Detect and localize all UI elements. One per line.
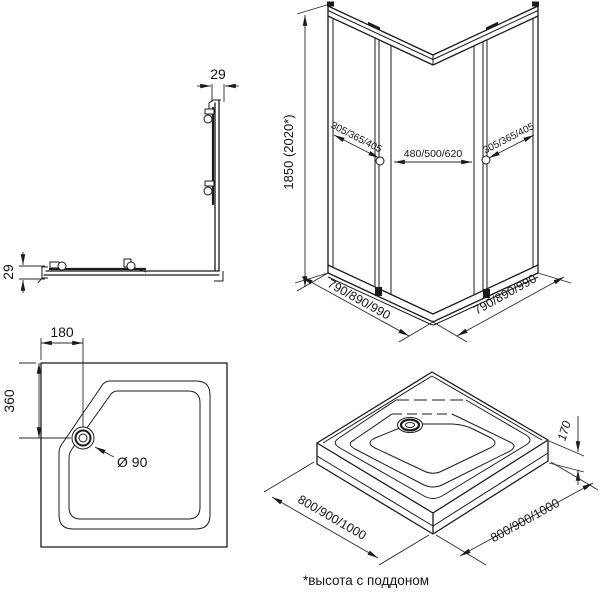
- door-guide-icon: [375, 287, 382, 296]
- view-cabin-3d: 1850 (2020*) 305/365/405 480/500/620 305…: [281, 1, 572, 343]
- dim-opening: 480/500/620: [393, 148, 473, 165]
- drain-icon: [397, 417, 423, 433]
- dim-base-left: 790/890/990: [294, 272, 434, 343]
- rail-bracket-icon: [368, 21, 380, 31]
- profile-corner-joint: [214, 271, 224, 282]
- wall-bracket-icon: [532, 1, 539, 7]
- dim-label: 1850 (2020*): [281, 114, 296, 189]
- roller-icon: [203, 108, 215, 124]
- view-tray-3d: 170 800/900/1000 800/900/1000: [263, 371, 599, 566]
- rail-bracket-icon: [486, 21, 498, 31]
- view-tray-plan: 180 360 Ø 90: [1, 324, 228, 548]
- dim-label: 800/900/1000: [488, 496, 562, 545]
- dim-label: 305/365/405: [329, 120, 384, 155]
- view-corner-profile-plan: 29 29: [0, 66, 239, 293]
- dim-label: 800/900/1000: [295, 492, 368, 542]
- door-handle-icon: [375, 156, 385, 166]
- dim-label: 305/365/405: [482, 121, 537, 156]
- dim-right-panel: 305/365/405: [482, 121, 537, 159]
- wall-bracket-icon: [327, 1, 334, 7]
- roller-icon: [123, 258, 147, 273]
- dim-profile-width-top: 29: [197, 66, 239, 102]
- roller-icon: [203, 180, 215, 196]
- profile-top-cap: [208, 99, 221, 113]
- dim-drain-position: 180 360: [1, 324, 84, 439]
- tray-top-face: [316, 371, 549, 514]
- dim-drain-diameter: Ø 90: [94, 446, 148, 470]
- drain-icon: [71, 426, 95, 450]
- dim-label: 360: [1, 389, 17, 413]
- roller-icon: [49, 261, 67, 271]
- dim-label: 180: [50, 324, 74, 340]
- dim-label: 790/890/990: [325, 277, 393, 323]
- footnote: *высота с поддоном: [303, 573, 429, 588]
- dim-profile-width-left: 29: [0, 252, 45, 293]
- dim-label: 29: [210, 66, 226, 82]
- dim-label: 29: [0, 264, 16, 280]
- dim-left-panel: 305/365/405: [329, 120, 384, 159]
- dim-label: 790/890/990: [471, 272, 539, 318]
- dim-cabin-height: 1850 (2020*): [281, 3, 331, 292]
- door-handle-icon: [481, 155, 491, 165]
- dim-label: Ø 90: [117, 454, 148, 470]
- dim-label: 170: [555, 419, 574, 443]
- dim-label: 480/500/620: [404, 148, 463, 160]
- dim-tray-height: 170: [548, 416, 585, 485]
